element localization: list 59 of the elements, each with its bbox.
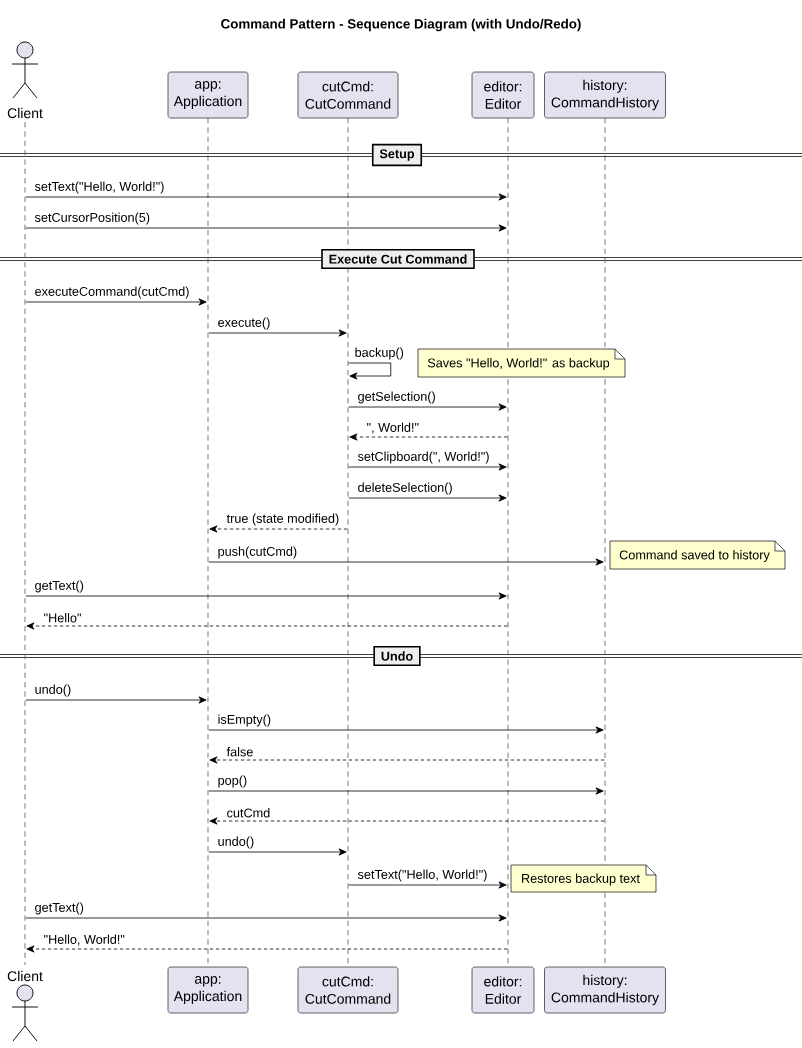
edge-label: "Hello" [42, 611, 83, 624]
message-arrow [208, 329, 347, 337]
return-arrow [209, 525, 348, 533]
edge-label: setText("Hello, World!") [33, 180, 166, 195]
edge-label: deleteSelection() [356, 481, 454, 496]
edge-label: isEmpty() [216, 713, 273, 728]
return-arrow [209, 817, 605, 825]
edge-label: false [225, 745, 255, 758]
return-arrow [26, 945, 508, 953]
lifeline [24, 121, 26, 966]
message-arrow [348, 463, 507, 471]
edge-label: cutCmd [225, 806, 272, 819]
message-arrow [25, 592, 507, 600]
message-arrow [348, 403, 507, 411]
edge-label: getSelection() [356, 390, 438, 405]
return-arrow [209, 756, 605, 764]
participant-box: editor: Editor [471, 966, 535, 1014]
edge-label: "Hello, World!" [42, 933, 127, 947]
participant-box: cutCmd: CutCommand [297, 71, 399, 119]
message-arrow [208, 558, 604, 566]
self-message-arrow [348, 362, 392, 380]
edge-label: ", World!" [365, 421, 421, 435]
edge-label: getText() [33, 901, 86, 916]
participant-box: history: CommandHistory [544, 71, 666, 119]
edge-label: true (state modified) [225, 512, 341, 527]
return-arrow [26, 622, 508, 630]
edge-label: setClipboard(", World!") [356, 450, 491, 465]
diagram-title: Command Pattern - Sequence Diagram (with Undo/Redo) [221, 18, 581, 32]
actor-label: Client [7, 107, 43, 119]
message-arrow [25, 914, 507, 922]
edge-label: executeCommand(cutCmd) [33, 285, 191, 300]
edge-label: getText() [33, 579, 86, 594]
message-arrow [25, 298, 207, 306]
participant-box: cutCmd: CutCommand [297, 966, 399, 1014]
participant-box: editor: Editor [471, 71, 535, 119]
edge-label: setText("Hello, World!") [356, 868, 489, 883]
edge-label: execute() [216, 316, 272, 331]
message-arrow [208, 848, 347, 856]
participant-box: history: CommandHistory [544, 966, 666, 1014]
edge-label: pop() [216, 774, 249, 789]
message-arrow [348, 494, 507, 502]
participant-box: app: Application [167, 966, 249, 1014]
actor-label: Client [7, 970, 43, 982]
message-arrow [25, 696, 207, 704]
message-arrow [208, 787, 604, 795]
note: Saves "Hello, World!" as backup [417, 348, 626, 378]
message-arrow [208, 726, 604, 734]
edge-label: undo() [216, 835, 256, 850]
note: Restores backup text [510, 864, 657, 893]
return-arrow [349, 433, 508, 441]
participant-box: app: Application [167, 71, 249, 119]
message-arrow [25, 224, 507, 232]
edge-label: undo() [33, 683, 73, 698]
note: Command saved to history [609, 540, 786, 570]
message-arrow [348, 881, 507, 889]
edge-label: push(cutCmd) [216, 545, 299, 560]
edge-label: setCursorPosition(5) [33, 211, 152, 226]
message-arrow [25, 193, 507, 201]
edge-label: backup() [353, 346, 406, 361]
